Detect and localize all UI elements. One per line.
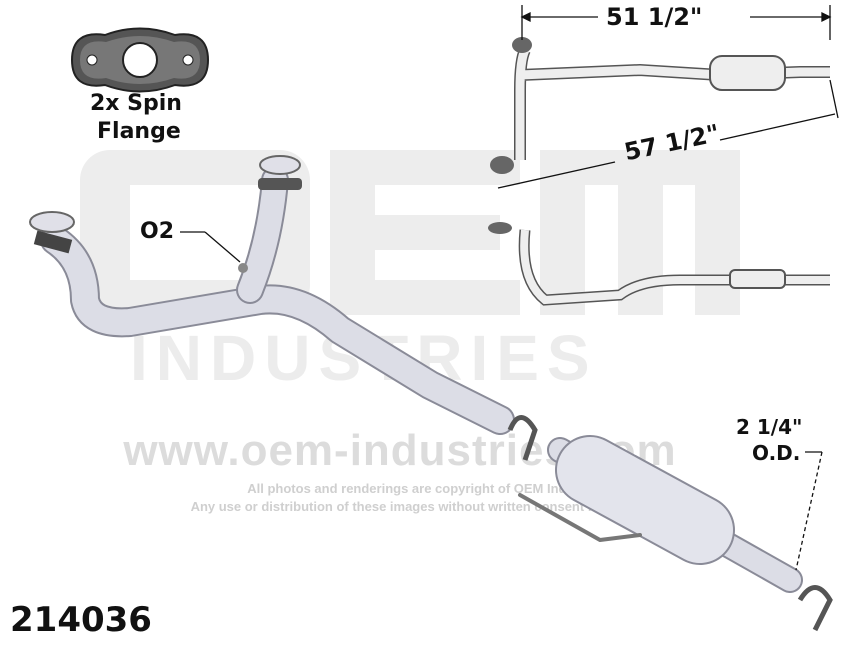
watermark-copyright-1: All photos and renderings are copyright …	[247, 481, 613, 496]
o2-sensor-label: O2	[140, 219, 175, 244]
inlet-flanges	[29, 155, 302, 273]
part-number: 214036	[10, 600, 152, 640]
flange-label-line2: Flange	[97, 119, 181, 144]
main-pipe	[40, 166, 803, 593]
dimension-length-top: 51 1/2"	[606, 3, 703, 31]
clamps	[507, 415, 833, 632]
top-view-inset	[488, 37, 830, 306]
dimension-lines	[180, 5, 839, 571]
outlet-type-label: O.D.	[752, 441, 801, 465]
flange-label-line1: 2x Spin	[90, 91, 182, 116]
outlet-size-label: 2 1/4"	[736, 415, 803, 439]
spin-flange-icon	[70, 27, 210, 93]
